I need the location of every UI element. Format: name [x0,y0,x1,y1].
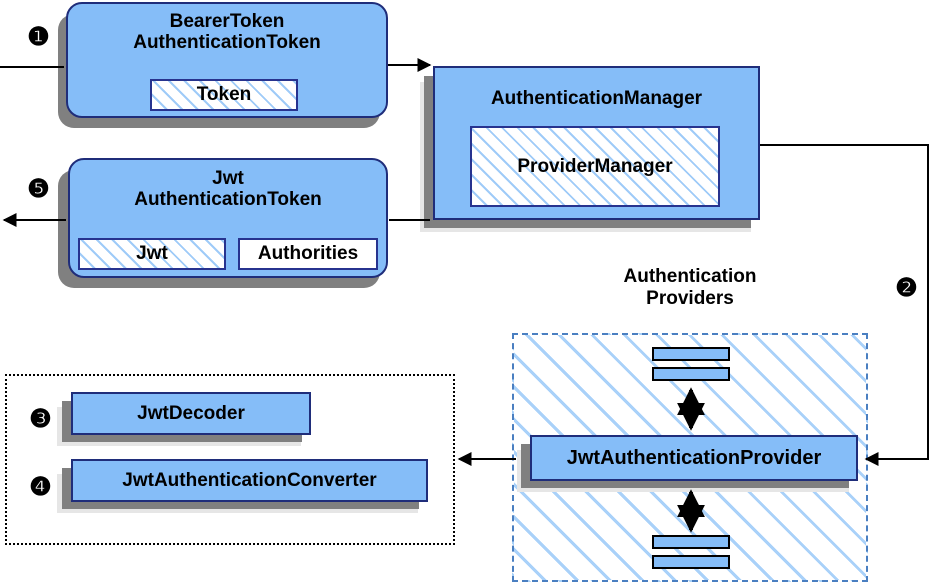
node-jwt-authentication-converter[interactable]: JwtAuthenticationConverter [71,459,428,502]
step-badge-4: ❹ [29,473,52,501]
node-authorities[interactable]: Authorities [238,238,378,270]
step-badge-5: ❺ [27,175,50,203]
authorities-label: Authorities [257,243,359,264]
provider-stack-bar-bottom-2 [652,555,730,569]
node-jwt-authentication-provider[interactable]: JwtAuthenticationProvider [530,435,858,481]
provider-stack-bar-bottom-1 [652,535,730,549]
provider-manager-label: ProviderManager [517,155,673,177]
node-jwt[interactable]: Jwt [78,238,226,270]
jwt-support-beans-group [5,374,455,545]
jwt-token-label-line2: AuthenticationToken [134,189,322,211]
jwt-decoder-label: JwtDecoder [137,402,245,424]
bearer-token-label-line2: AuthenticationToken [133,32,321,54]
jwt-authentication-converter-label: JwtAuthenticationConverter [122,469,377,491]
provider-stack-bar-top-2 [652,367,730,381]
node-token[interactable]: Token [150,79,298,111]
providers-label-line1: Authentication [623,266,757,287]
node-provider-manager[interactable]: ProviderManager [470,126,720,207]
jwt-label: Jwt [136,243,168,264]
step-badge-2: ❷ [895,274,918,302]
authentication-manager-label: AuthenticationManager [490,88,703,109]
jwt-token-label-line1: Jwt [212,168,244,189]
providers-label-line2: Providers [646,288,734,310]
node-jwt-decoder[interactable]: JwtDecoder [71,392,311,435]
provider-stack-bar-top-1 [652,347,730,361]
token-label: Token [196,84,252,105]
step-badge-1: ❶ [27,23,50,51]
step-badge-3: ❸ [29,405,52,433]
authentication-providers-label: Authentication Providers [590,266,790,310]
bearer-token-label-line1: BearerToken [169,11,285,32]
jwt-authentication-provider-label: JwtAuthenticationProvider [566,446,822,469]
